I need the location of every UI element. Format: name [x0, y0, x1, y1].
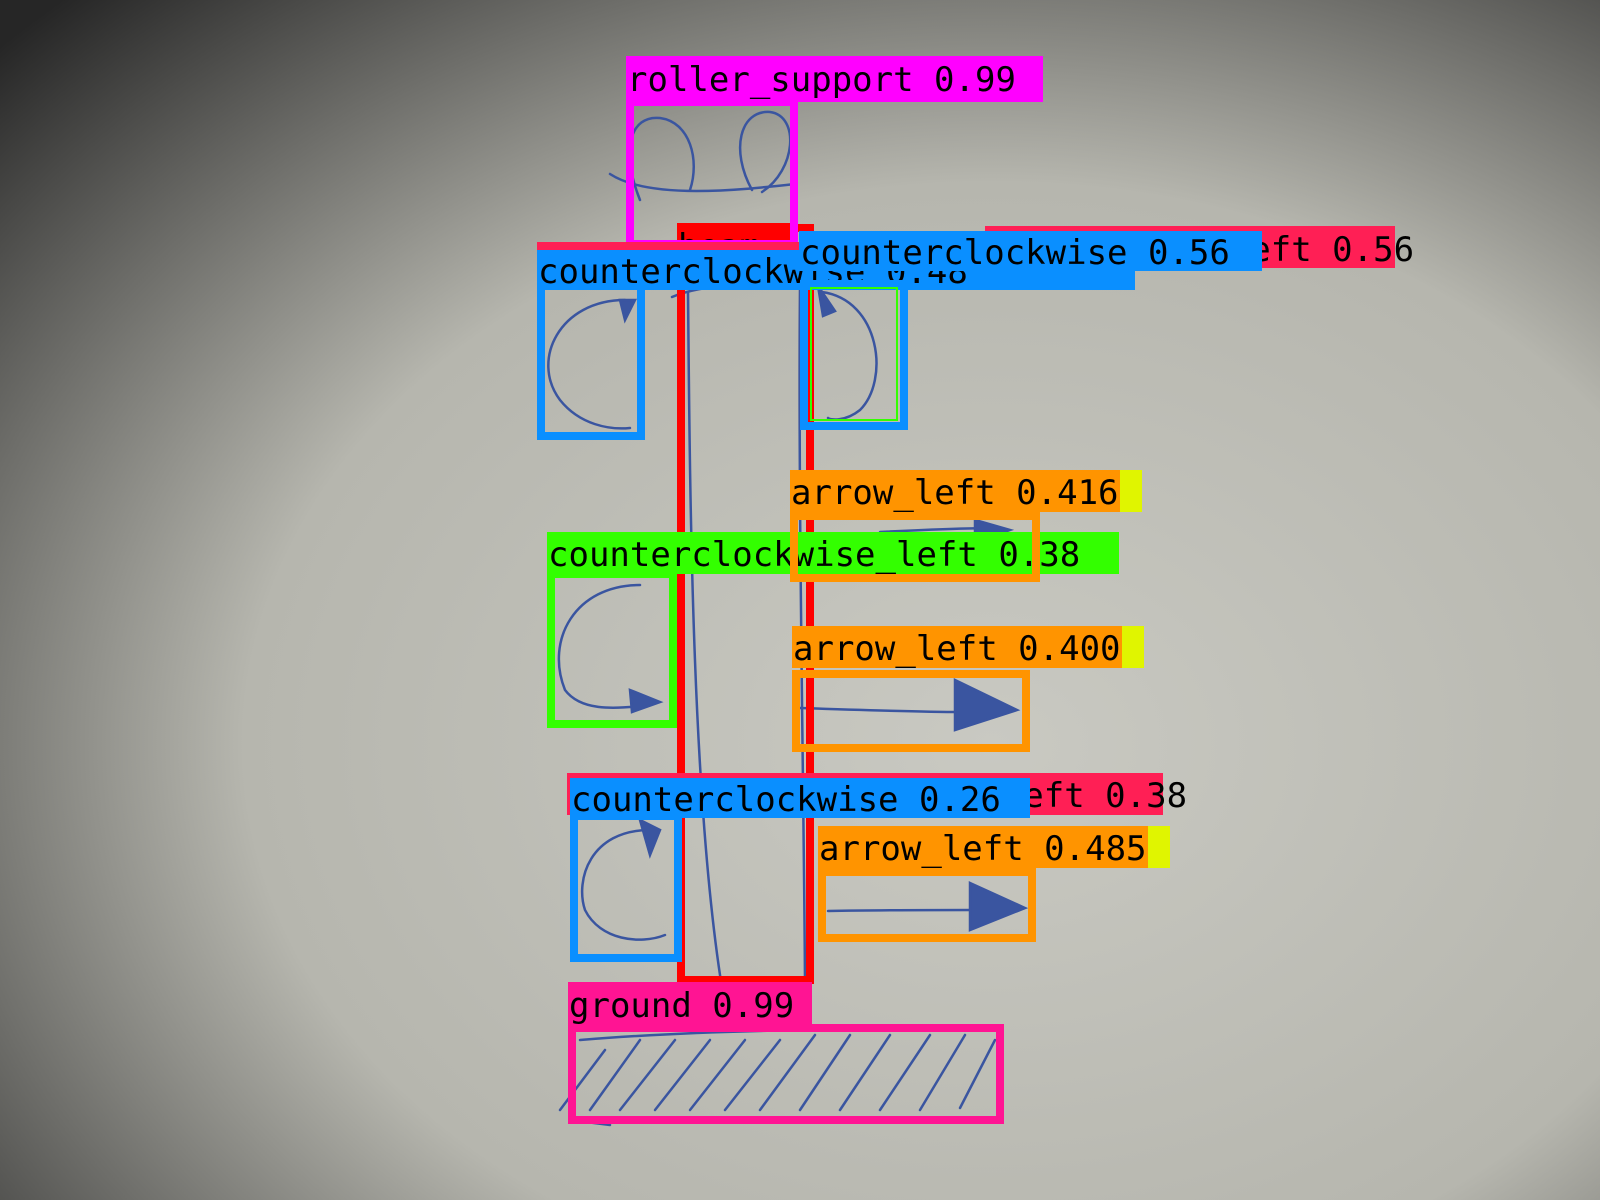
counterclockwise-lower-label-bg [570, 778, 1030, 818]
counterclockwise-left-mid-label-bg [547, 532, 1119, 574]
arrow-left-416-label-bg [790, 470, 1142, 512]
arrow-left-400-label-bg [792, 626, 1144, 668]
ground-label: ground 0.99 [569, 986, 794, 1026]
roller-support-label: roller_support 0.99 [627, 60, 1016, 100]
arrow-left-400-tag-edge [1122, 626, 1144, 668]
arrow-left-400-box [792, 670, 1030, 752]
counterclockwise-right-top-inner [810, 287, 898, 421]
arrow-left-400-label: arrow_left 0.400 [793, 629, 1121, 669]
counterclockwise-lower-label: counterclockwise 0.26 [571, 780, 1001, 820]
arrow-left-485-box [818, 868, 1036, 942]
counterclockwise-right-top-box [800, 280, 908, 430]
arrow-left-416-label: arrow_left 0.416 [791, 473, 1119, 513]
arrow-left-485-label: arrow_left 0.485 [819, 829, 1147, 869]
counterclockwise-right-top-label: counterclockwise 0.56 [800, 233, 1230, 273]
arrow-left-416-box [790, 512, 1040, 582]
detection-layer: beam roller_support 0.99 arrow_left 0.56… [537, 56, 1414, 1124]
arrow-left-485-tag-edge [1148, 826, 1170, 868]
ground-label-bg [568, 982, 812, 1028]
counterclockwise-left-mid-label: counterclockwise_left 0.38 [548, 535, 1080, 575]
arrow-left-416-tag-edge [1120, 470, 1142, 512]
arrow-left-485-label-bg [818, 826, 1170, 868]
counterclockwise-right-top-label-bg [799, 231, 1262, 271]
roller-support-label-bg [626, 56, 1043, 102]
